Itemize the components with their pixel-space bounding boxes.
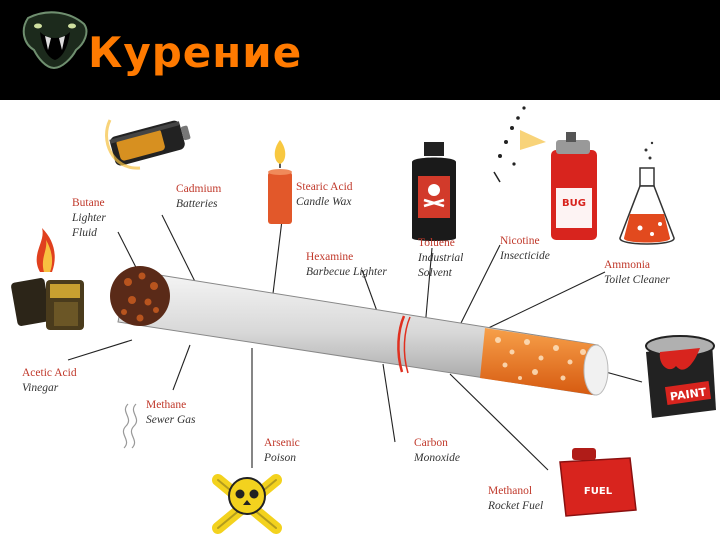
label-arsenic-use: Poison <box>264 452 296 464</box>
label-acetic-name: Acetic Acid <box>22 367 77 379</box>
label-butane-use-1: Lighter <box>72 212 106 224</box>
spray-can-label: BUG <box>562 198 586 209</box>
flaming-lighter-icon <box>11 228 84 330</box>
label-methane-name: Methane <box>146 399 187 411</box>
paint-can-label: PAINT <box>669 385 707 403</box>
label-methanol-name: Methanol <box>488 485 533 497</box>
label-arsenic-name: Arsenic <box>264 437 300 449</box>
label-carbon-monoxide: Carbon Monoxide <box>414 436 460 466</box>
title-bar: Курение <box>0 0 720 100</box>
label-cadmium-name: Cadmium <box>176 183 222 195</box>
label-toluene: Toluene Industrial Solvent <box>418 236 463 281</box>
cobra-head-icon <box>22 11 88 70</box>
label-hexamine: Hexamine Barbecue Lighter <box>306 250 387 280</box>
label-methane: Methane Sewer Gas <box>146 398 196 428</box>
smoke-wisps <box>122 403 138 449</box>
poison-bottle-icon <box>412 142 456 241</box>
label-nicotine: Nicotine Insecticide <box>500 234 550 264</box>
slide-title: Курение <box>88 28 303 77</box>
label-toluene-name: Toluene <box>418 237 455 249</box>
label-toluene-use-1: Industrial <box>418 252 464 264</box>
battery-icon <box>105 119 191 170</box>
skull-crossbones-icon <box>212 474 282 534</box>
chemistry-flask-icon <box>619 141 675 245</box>
label-butane: Butane Lighter Fluid <box>72 196 106 241</box>
label-methanol: Methanol Rocket Fuel <box>488 484 543 514</box>
label-stearic-use: Candle Wax <box>296 196 352 208</box>
bug-spray-can-icon: BUG <box>493 106 597 240</box>
paint-can-icon: PAINT <box>645 335 716 418</box>
label-ammonia: Ammonia Toilet Cleaner <box>604 258 670 288</box>
label-nicotine-use: Insecticide <box>500 250 550 262</box>
label-ammonia-name: Ammonia <box>604 259 650 271</box>
label-butane-use-2: Fluid <box>72 227 97 239</box>
label-methane-use: Sewer Gas <box>146 414 196 426</box>
fuel-can-label: FUEL <box>584 486 613 497</box>
label-toluene-use-2: Solvent <box>418 267 452 279</box>
label-acetic-acid: Acetic Acid Vinegar <box>22 366 77 396</box>
label-stearic-acid: Stearic Acid Candle Wax <box>296 180 353 210</box>
label-stearic-name: Stearic Acid <box>296 181 353 193</box>
label-carbon-use: Monoxide <box>414 452 460 464</box>
label-acetic-use: Vinegar <box>22 382 59 394</box>
label-carbon-name: Carbon <box>414 437 448 449</box>
candle-icon <box>268 140 292 224</box>
cigarette-icon <box>110 266 609 396</box>
label-cadmium: Cadmium Batteries <box>176 182 221 212</box>
fuel-can-icon: FUEL <box>559 448 637 517</box>
label-cadmium-use: Batteries <box>176 198 218 210</box>
label-hexamine-name: Hexamine <box>306 251 354 263</box>
label-nicotine-name: Nicotine <box>500 235 540 247</box>
label-butane-name: Butane <box>72 197 105 209</box>
label-methanol-use: Rocket Fuel <box>488 500 544 512</box>
label-arsenic: Arsenic Poison <box>264 436 300 466</box>
label-ammonia-use: Toilet Cleaner <box>604 274 670 286</box>
label-hexamine-use: Barbecue Lighter <box>306 266 387 278</box>
